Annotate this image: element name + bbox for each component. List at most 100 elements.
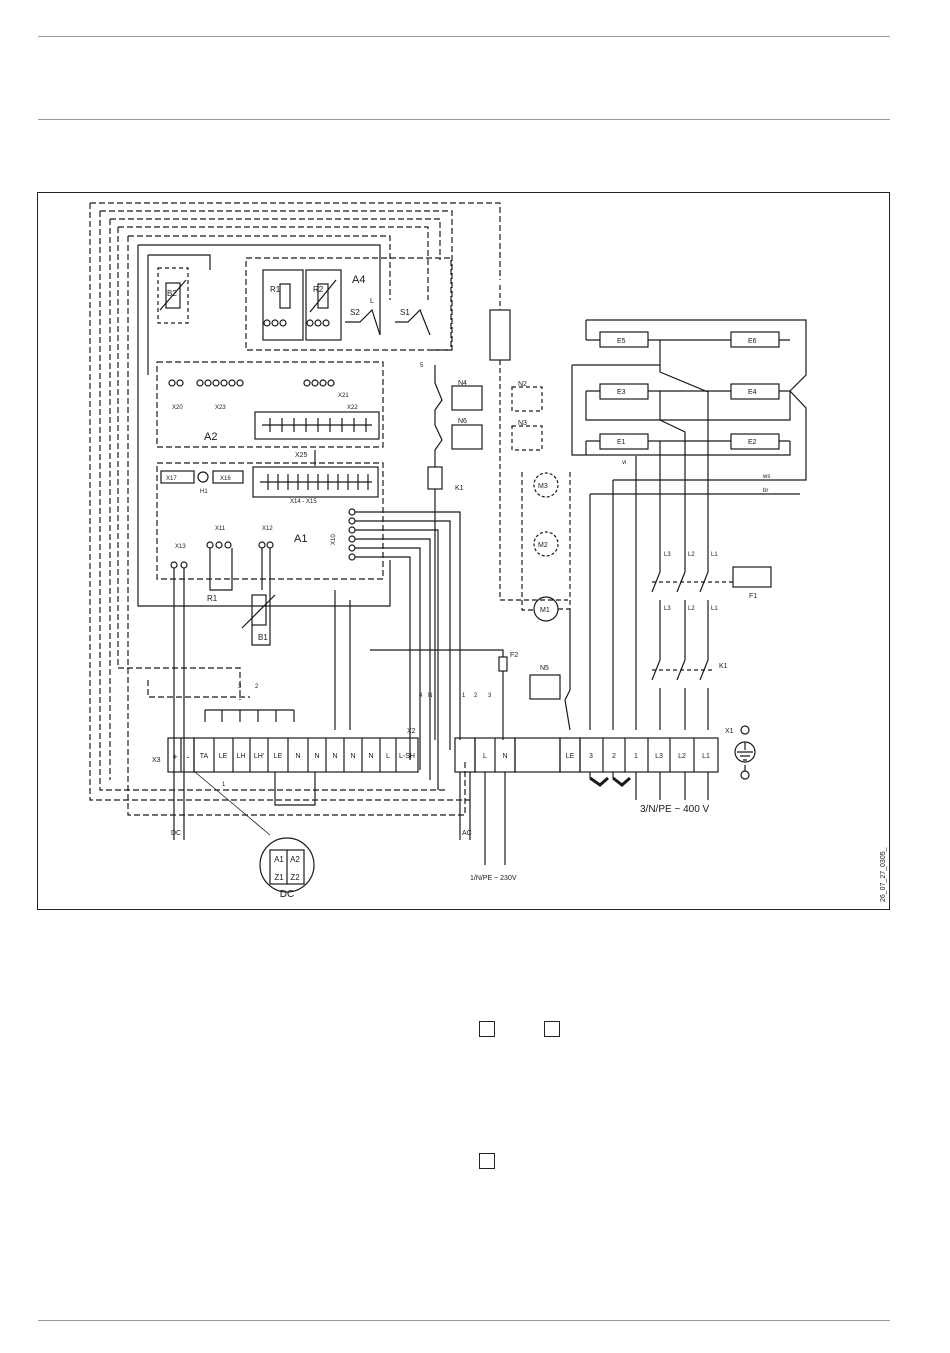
a2-board: [156, 361, 384, 448]
label-a1: A1: [294, 533, 307, 545]
label-e1: E1: [617, 439, 626, 446]
label-x21: X21: [338, 393, 349, 399]
label-m1: M1: [540, 607, 550, 614]
svg-text:L: L: [386, 753, 390, 760]
x2-terminal-labels: TA LE LH LH' LE N N N N N L L-SH: [200, 753, 415, 760]
document-code: 26_07_27_0305_: [880, 847, 887, 902]
ac-terminal-labels: L N LE: [483, 753, 575, 760]
b2-arrow: [159, 279, 187, 311]
r1-top-box: [262, 269, 304, 341]
three-phase-wires: [589, 772, 709, 800]
s1-switch: [395, 308, 431, 336]
e8-chain: [499, 285, 568, 601]
dc-detail: [194, 771, 315, 893]
n5-wire: [564, 609, 571, 731]
label-r2: R2: [313, 285, 324, 294]
label-h1: H1: [200, 489, 208, 495]
label-x23: X23: [215, 405, 226, 411]
label-x1: X1: [725, 728, 734, 735]
a4-box: [245, 257, 452, 351]
label-e2: E2: [748, 439, 757, 446]
label-x2: X2: [407, 728, 416, 735]
phase-l2-mid: L2: [688, 606, 695, 612]
x3-terminal-labels: + -: [172, 752, 189, 762]
x14-x15-block: [252, 466, 379, 498]
f2-wire: [370, 649, 504, 740]
label-s1: S1: [400, 308, 410, 317]
svg-text:LE: LE: [566, 753, 575, 760]
svg-text:L2: L2: [678, 753, 686, 760]
svg-text:N: N: [350, 753, 355, 760]
svg-text:DC: DC: [280, 889, 294, 900]
svg-text:N: N: [314, 753, 319, 760]
wire-label-5: 5: [420, 363, 424, 369]
n3-box: [511, 425, 543, 451]
label-x25: X25: [295, 452, 308, 459]
x17-box: [160, 470, 195, 484]
phase-l1-top: L1: [711, 552, 718, 558]
b1-sensor: [251, 594, 267, 626]
dashed-control-wires: [89, 202, 501, 816]
diagram-frame: [37, 192, 890, 910]
phase-l3-top: L3: [664, 552, 671, 558]
single-phase-wires: [459, 772, 506, 865]
f2-fuse: [498, 656, 508, 672]
svg-text:1: 1: [634, 753, 638, 760]
phase-l1-mid: L1: [711, 606, 718, 612]
wire-label-br: br: [763, 488, 768, 494]
svg-text:L3: L3: [655, 753, 663, 760]
svg-text:2: 2: [612, 753, 616, 760]
x-label-2: 2: [255, 684, 259, 690]
wire-label-4: 4: [419, 693, 423, 699]
label-x20: X20: [172, 405, 183, 411]
main-contactor: [589, 480, 772, 730]
label-n2: N2: [518, 381, 527, 388]
svg-text:N: N: [368, 753, 373, 760]
svg-text:A2: A2: [290, 855, 300, 864]
r1-bottom-loop: [209, 548, 233, 591]
label-x11: X11: [215, 526, 226, 532]
r2-resistor: [317, 283, 329, 309]
supply-three-phase: 3/N/PE ~ 400 V: [640, 804, 710, 815]
wire-label-2: 2: [474, 693, 478, 699]
label-x13: X13: [175, 544, 186, 550]
checkbox-2[interactable]: [544, 1021, 560, 1037]
svg-text:A1: A1: [274, 855, 284, 864]
wire-label-3: 3: [488, 693, 492, 699]
label-k1-relay: K1: [455, 485, 464, 492]
svg-text:L-SH: L-SH: [399, 753, 415, 760]
svg-text:LE: LE: [219, 753, 228, 760]
label-b1: B1: [258, 633, 268, 642]
label-n3: N3: [518, 420, 527, 427]
label-m3: M3: [538, 483, 548, 490]
a2-connector-pins: [168, 319, 335, 387]
dc-detail-labels: A1 A2 Z1 Z2 DC: [274, 855, 300, 900]
section-rule: [38, 119, 890, 120]
x22-pins: [254, 411, 380, 440]
label-m2: M2: [538, 542, 548, 549]
m3-motor: [533, 472, 559, 498]
e8-element: [489, 309, 511, 361]
svg-text:N: N: [332, 753, 337, 760]
checkbox-1[interactable]: [479, 1021, 495, 1037]
label-x10: X10: [331, 534, 337, 545]
wire-label-vi: vi: [622, 460, 626, 466]
thermostat-chain: [427, 365, 483, 740]
wire-label-1: 1: [462, 693, 466, 699]
label-x22: X22: [347, 405, 358, 411]
heater-elements: [571, 319, 807, 730]
r2-box: [305, 269, 342, 341]
label-e5: E5: [617, 338, 626, 345]
label-x16: X16: [220, 476, 231, 482]
label-e3: E3: [617, 389, 626, 396]
supply-dc: DC: [171, 830, 181, 837]
label-r1-bottom: R1: [207, 594, 218, 603]
top-rule: [38, 36, 890, 37]
b2-sensor: [165, 282, 181, 309]
checkbox-3[interactable]: [479, 1153, 495, 1169]
label-f1: F1: [749, 593, 757, 600]
r1-top-resistor: [279, 283, 291, 309]
wire-label-n: N: [428, 693, 432, 699]
phase-l2-top: L2: [688, 552, 695, 558]
